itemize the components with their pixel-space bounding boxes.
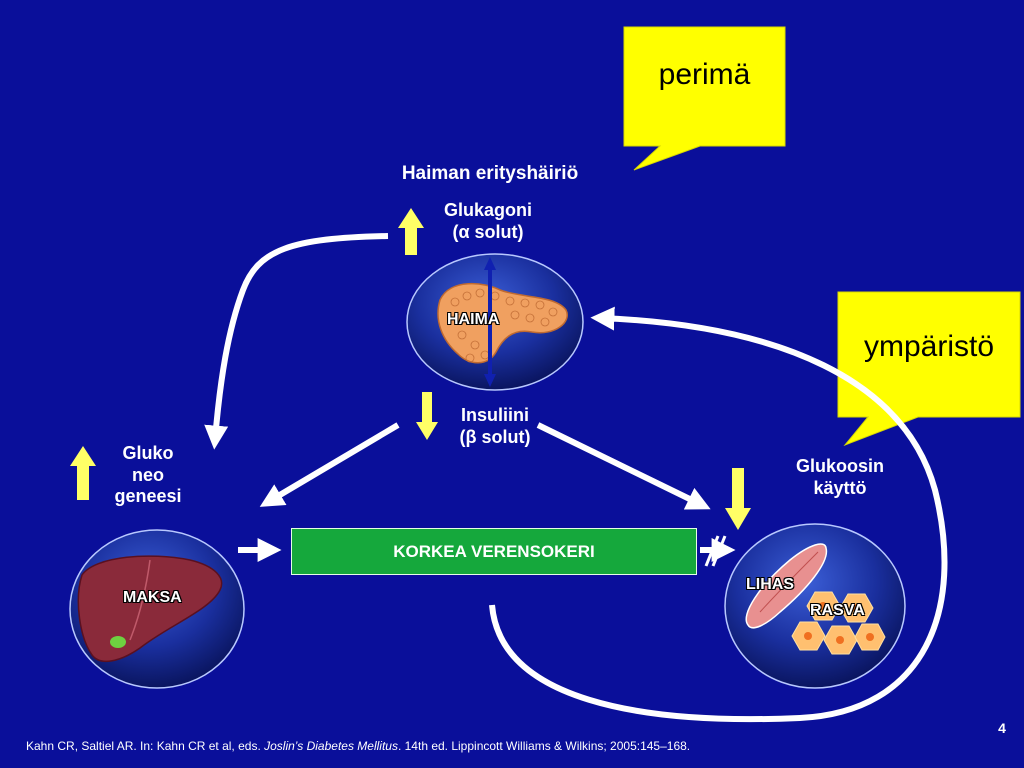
block-marks-icon (704, 535, 727, 567)
label-haima: HAIMA (447, 311, 500, 328)
korkea-verensokeri-box: KORKEA VERENSOKERI (291, 528, 697, 575)
footer-pre: Kahn CR, Saltiel AR. In: Kahn CR et al, … (26, 739, 265, 753)
insuliini-line1: Insuliini (460, 405, 529, 425)
callout-ymparisto: ympäristö (863, 330, 995, 363)
glukoosin-line1: Glukoosin (795, 456, 884, 476)
muscle-icon (745, 543, 828, 629)
gluko-line2: neo (131, 464, 164, 485)
gluko-line3: geneesi (114, 486, 182, 507)
glukagoni-line1: Glukagoni (443, 200, 532, 220)
label-glukoosin-kaytto: Glukoosin käyttö (770, 456, 910, 499)
lihas-rasva-organ (724, 523, 906, 689)
insuliini-down-arrow-icon (416, 392, 438, 440)
label-haiman-erityshairio: Haiman erityshäiriö (401, 163, 579, 184)
callout-ymparisto-bubble (837, 291, 1021, 447)
label-glukagoni: Glukagoni (α solut) (418, 200, 558, 243)
callout-perima-bubble (623, 26, 786, 171)
liver-icon (77, 555, 223, 663)
haima-organ (406, 253, 584, 391)
label-insuliini: Insuliini (β solut) (425, 405, 565, 448)
slide-number: 4 (998, 720, 1006, 736)
glukoosin-line2: käyttö (813, 477, 867, 498)
glukoosin-down-arrow-icon (725, 468, 751, 530)
label-lihas: LIHAS (746, 576, 794, 593)
arrow-loop-to-haima (489, 306, 948, 723)
label-glukoneogeneesi: Gluko neo geneesi (98, 443, 198, 508)
arrow-insulin-to-maksa (259, 422, 400, 507)
arrow-insulin-to-lihas (536, 422, 711, 510)
pancreas-icon (437, 282, 568, 364)
gluko-line1: Gluko (122, 443, 174, 463)
korkea-verensokeri-label: KORKEA VERENSOKERI (393, 541, 595, 561)
maksa-organ (69, 529, 245, 689)
footer-citation: Kahn CR, Saltiel AR. In: Kahn CR et al, … (26, 739, 986, 753)
label-rasva: RASVA (810, 602, 865, 619)
glukagoni-line2: (α solut) (452, 221, 524, 242)
insuliini-line2: (β solut) (459, 426, 531, 447)
footer-post: . 14th ed. Lippincott Williams & Wilkins… (397, 739, 691, 753)
callout-perima: perimä (658, 58, 751, 91)
arrow-haima-to-maksa (204, 233, 389, 450)
footer-title: Joslin’s Diabetes Mellitus (264, 739, 398, 753)
glukagoni-up-arrow-icon (398, 208, 424, 255)
gluko-up-arrow-icon (70, 446, 96, 500)
label-maksa: MAKSA (123, 589, 182, 606)
